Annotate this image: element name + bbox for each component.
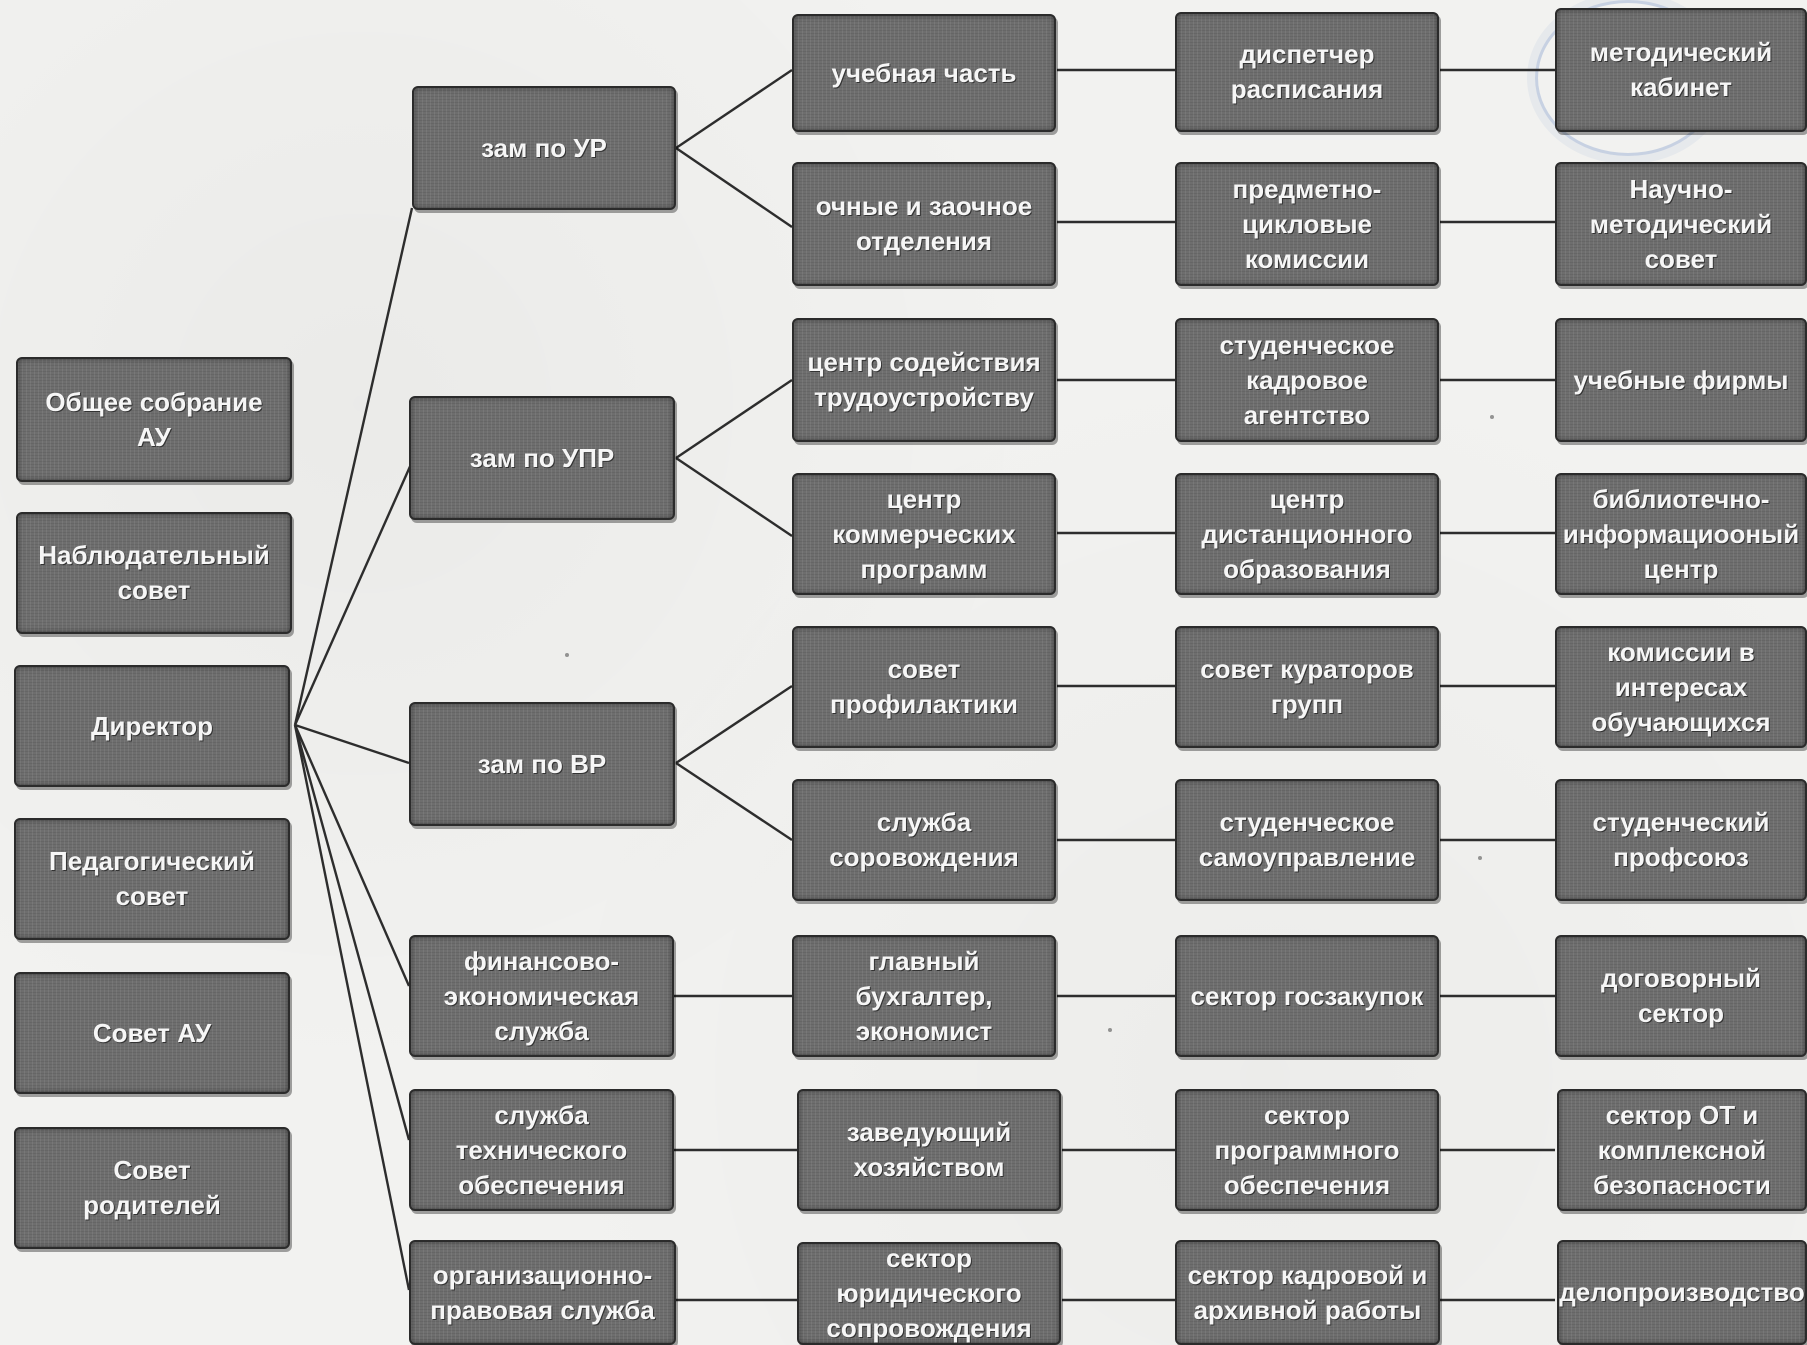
connector-line [675, 762, 793, 841]
node-label: совет кураторов групп [1200, 654, 1414, 719]
node-label: центр коммерческих программ [832, 483, 1016, 584]
node-fin-ek-sluzhba: финансово- экономическая служба [409, 935, 674, 1057]
node-centr-trud: центр содействия трудоустройству [792, 318, 1056, 442]
node-sluzhba-tekh: служба технического обеспечения [409, 1089, 674, 1211]
node-label: Совет родителей [83, 1155, 221, 1220]
node-label: служба соровождения [829, 807, 1019, 872]
node-label: Совет АУ [92, 1017, 212, 1048]
node-deloproizv: делопроизводство [1557, 1240, 1807, 1345]
node-label: служба технического обеспечения [455, 1099, 628, 1200]
node-sovet-kurat: совет кураторов групп [1175, 626, 1439, 748]
node-label: сектор программного обеспечения [1214, 1099, 1400, 1200]
node-label: сектор ОТ и комплексной безопасности [1593, 1099, 1771, 1200]
node-dogovor: договорный сектор [1555, 935, 1807, 1057]
node-label: договорный сектор [1600, 963, 1762, 1028]
connector-line [293, 207, 414, 726]
node-uch-firmy: учебные фирмы [1555, 318, 1807, 442]
node-label: Наблюдательный совет [38, 540, 270, 605]
node-label: учебная часть [831, 57, 1017, 88]
node-zam-upr: зам по УПР [409, 396, 675, 520]
node-label: центр дистанционного образования [1201, 483, 1413, 584]
node-stud-kadr: студенческое кадровое агентство [1175, 318, 1439, 442]
node-zam-vr: зам по ВР [409, 702, 675, 826]
node-sluzhba-sorov: служба соровождения [792, 779, 1056, 901]
scan-speck [1108, 1028, 1112, 1032]
node-label: зам по УР [481, 132, 607, 163]
node-komissii: комиссии в интересах обучающихся [1555, 626, 1807, 748]
node-sovet-au: Совет АУ [14, 972, 290, 1094]
connector-line [675, 69, 793, 149]
node-label: студенческое самоуправление [1198, 807, 1416, 872]
node-sektor-prog: сектор программного обеспечения [1175, 1089, 1439, 1211]
node-bibl: библиотечно- информациооный центр [1555, 473, 1807, 595]
node-label: сектор госзакупок [1190, 980, 1424, 1011]
node-centr-dist: центр дистанционного образования [1175, 473, 1439, 595]
node-direktor: Директор [14, 665, 290, 787]
node-label: сектор юридического сопровождения [826, 1243, 1032, 1343]
node-sektor-ot: сектор ОТ и комплексной безопасности [1557, 1089, 1807, 1211]
node-centr-komm: центр коммерческих программ [792, 473, 1056, 595]
connector-line [675, 147, 793, 228]
scan-speck [1478, 856, 1482, 860]
node-label: комиссии в интересах обучающихся [1591, 636, 1771, 737]
node-label: зам по УПР [469, 442, 615, 473]
scan-speck [1490, 415, 1494, 419]
node-obshchee-sobranie: Общее собрание АУ [16, 357, 292, 482]
node-label: сектор кадровой и архивной работы [1187, 1259, 1428, 1325]
connector-line [675, 685, 793, 764]
connector-line [675, 379, 793, 459]
node-label: библиотечно- информациооный центр [1562, 483, 1800, 584]
connector-line [293, 724, 411, 987]
node-label: предметно- цикловые комиссии [1232, 173, 1382, 274]
node-sovet-roditelej: Совет родителей [14, 1127, 290, 1249]
node-label: главный бухгалтер, экономист [855, 945, 993, 1046]
node-label: методический кабинет [1589, 37, 1773, 102]
node-dispetcher: диспетчер расписания [1175, 12, 1439, 132]
node-label: студенческий профсоюз [1592, 807, 1770, 872]
connector-line [293, 724, 411, 1141]
node-label: организационно- правовая служба [430, 1259, 655, 1325]
node-zav-hoz: заведующий хозяйством [797, 1089, 1061, 1211]
scan-speck [565, 653, 569, 657]
node-label: центр содействия трудоустройству [807, 347, 1041, 412]
connector-line [293, 724, 411, 1291]
node-label: делопроизводство [1559, 1277, 1805, 1307]
node-stud-samoupr: студенческое самоуправление [1175, 779, 1439, 901]
node-label: финансово- экономическая служба [443, 945, 640, 1046]
node-nablyudatelny-sovet: Наблюдательный совет [16, 512, 292, 634]
node-label: Общее собрание АУ [45, 386, 263, 452]
connector-line [293, 461, 414, 726]
node-label: Педагогический совет [49, 846, 255, 911]
node-label: диспетчер расписания [1230, 39, 1384, 104]
node-uchebnaya-chast: учебная часть [792, 14, 1056, 132]
node-pedagogichesky-sovet: Педагогический совет [14, 818, 290, 940]
node-label: Директор [90, 710, 213, 741]
node-ochnye-otdeleniya: очные и заочное отделения [792, 162, 1056, 286]
node-sektor-yur: сектор юридического сопровождения [797, 1242, 1061, 1345]
node-zam-ur: зам по УР [412, 86, 676, 210]
node-sovet-prof: совет профилактики [792, 626, 1056, 748]
node-org-prav-sluzhba: организационно- правовая служба [409, 1240, 676, 1345]
node-label: учебные фирмы [1573, 364, 1789, 395]
connector-line [294, 723, 410, 765]
node-nauch-metod: Научно- методический совет [1555, 162, 1807, 286]
node-label: Научно- методический совет [1589, 173, 1773, 274]
node-label: совет профилактики [830, 654, 1018, 719]
node-label: студенческое кадровое агентство [1219, 329, 1395, 430]
node-stud-profsoyuz: студенческий профсоюз [1555, 779, 1807, 901]
node-label: заведующий хозяйством [846, 1117, 1012, 1182]
node-gl-buh: главный бухгалтер, экономист [792, 935, 1056, 1057]
node-label: зам по ВР [477, 748, 607, 779]
node-label: очные и заочное отделения [815, 191, 1033, 256]
connector-line [675, 457, 793, 537]
node-sektor-goszak: сектор госзакупок [1175, 935, 1439, 1057]
node-metod-kab: методический кабинет [1555, 8, 1807, 132]
node-sektor-kadr: сектор кадровой и архивной работы [1175, 1240, 1440, 1345]
node-pck: предметно- цикловые комиссии [1175, 162, 1439, 286]
